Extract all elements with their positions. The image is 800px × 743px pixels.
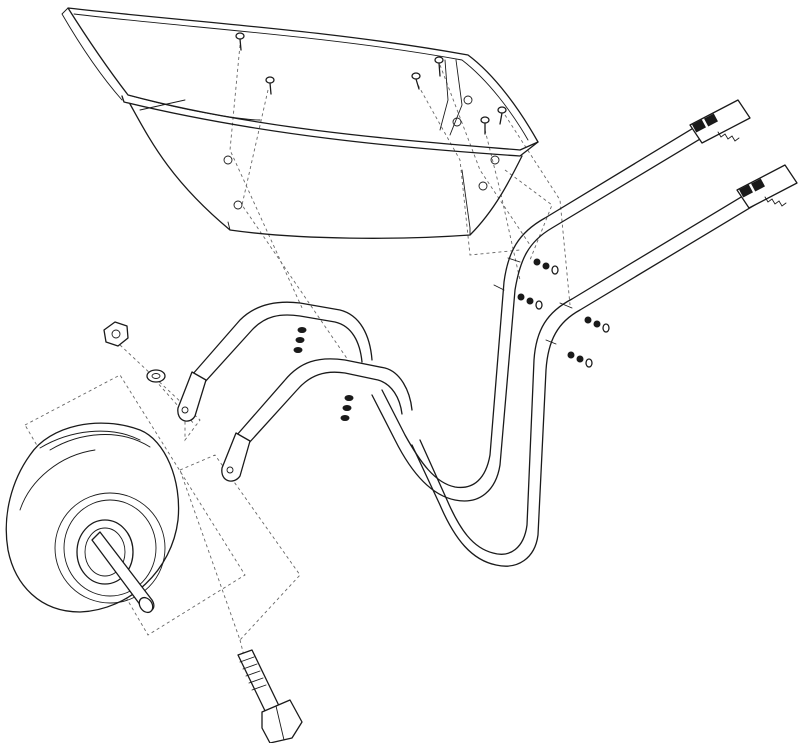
tray-bolt	[411, 72, 421, 90]
washer	[146, 369, 166, 383]
frame-nut-stack	[517, 293, 543, 310]
axle	[91, 531, 155, 614]
frame-handle-left	[371, 103, 741, 502]
tray-bolts	[235, 32, 507, 135]
axle-bolt	[237, 649, 303, 743]
tray-bolt	[235, 32, 245, 51]
tray-bolt	[497, 106, 507, 125]
frame-nut-stack	[533, 258, 559, 275]
wheel	[5, 422, 180, 613]
leg-stay	[177, 301, 373, 422]
tray-bolt	[480, 116, 490, 135]
leg-stay	[221, 358, 413, 482]
frame-nut-stack	[567, 351, 593, 368]
tray-bolt	[434, 56, 444, 77]
handle-grip	[689, 99, 751, 144]
leader-lines	[24, 44, 571, 661]
hex-nut	[103, 321, 129, 347]
tray	[61, 7, 539, 239]
handle-grip	[736, 164, 798, 209]
frame-nut-stack	[293, 327, 307, 353]
frame-nut-stack	[584, 316, 610, 333]
frame-nut-stack	[340, 395, 354, 421]
tray-bolt	[265, 76, 275, 95]
frame-handle-right	[411, 175, 784, 567]
